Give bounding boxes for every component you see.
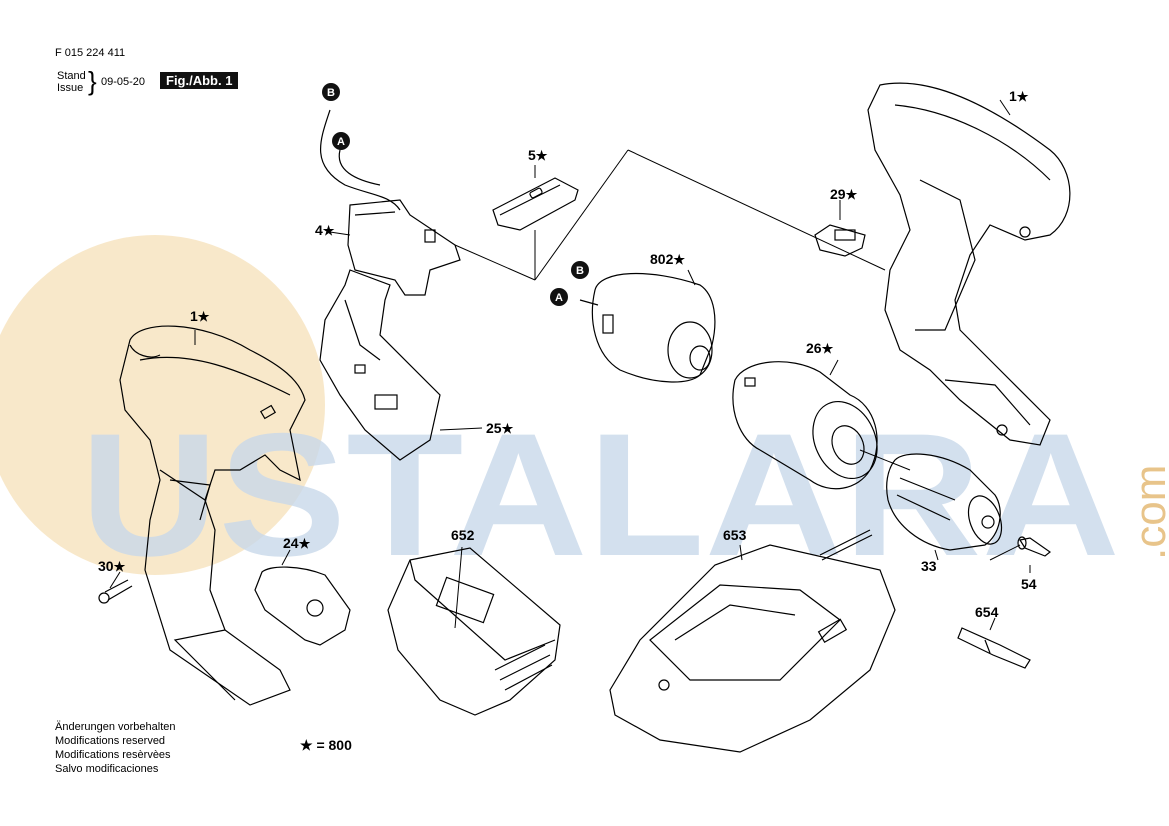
housing-left-half [119, 325, 306, 706]
chuck [886, 453, 1003, 551]
issue-date: 09-05-20 [101, 76, 146, 88]
figure-label: Fig./Abb. 1 [160, 72, 239, 89]
part-label: 33 [921, 558, 937, 574]
leader-lines [109, 99, 1031, 631]
note-line: Modifications resèrvèes [55, 749, 171, 761]
screwdriver-bit [957, 627, 1031, 669]
part-label: 29★ [830, 186, 858, 202]
housing-right-half [867, 82, 1071, 446]
part-label: 654 [975, 604, 999, 620]
part-label: 652 [451, 527, 475, 543]
note-line: Salvo modificaciones [55, 763, 159, 775]
part-label: 24★ [283, 535, 311, 551]
modification-notes: Änderungen vorbehalten Modifications res… [55, 720, 175, 776]
part-label: 1★ [1009, 88, 1029, 104]
connector-b-label: B [576, 265, 584, 277]
note-line: Änderungen vorbehalten [55, 721, 176, 733]
part-label: 802★ [650, 251, 686, 267]
issue-label: Issue [57, 82, 84, 94]
connector-a-label: A [337, 136, 345, 148]
part-label: 54 [1021, 576, 1037, 592]
stand-label: Stand [57, 70, 86, 82]
part-label: 30★ [98, 558, 126, 574]
switch-assembly [320, 109, 461, 296]
note-line: Modifications reserved [55, 735, 166, 747]
part-label: 4★ [315, 222, 335, 238]
part-label: 5★ [528, 147, 548, 163]
charger [609, 529, 896, 753]
brace: } [88, 66, 97, 96]
gearbox [732, 361, 878, 490]
connector-a-label: A [555, 292, 563, 304]
connector-b-label: B [327, 87, 335, 99]
part-label: 25★ [486, 420, 514, 436]
housing-screw [98, 579, 133, 604]
part-label: 653 [723, 527, 747, 543]
stand-issue-label: Stand Issue [57, 70, 86, 94]
watermark-text: USTALARA [80, 398, 1120, 593]
battery-latch [814, 224, 866, 257]
battery-pack [387, 547, 561, 716]
chuck-screw [1017, 536, 1052, 557]
watermark-suffix: .com [1126, 465, 1169, 560]
direction-slider [492, 177, 579, 231]
star-legend: ★ = 800 [300, 737, 352, 753]
watermark-circle [0, 235, 325, 575]
connector-markers [322, 83, 589, 306]
circuit-board [319, 269, 441, 461]
cover-plate [254, 566, 351, 646]
motor [579, 272, 716, 383]
part-label: 1★ [190, 308, 210, 324]
document-number: F 015 224 411 [55, 47, 126, 59]
part-label: 26★ [806, 340, 834, 356]
